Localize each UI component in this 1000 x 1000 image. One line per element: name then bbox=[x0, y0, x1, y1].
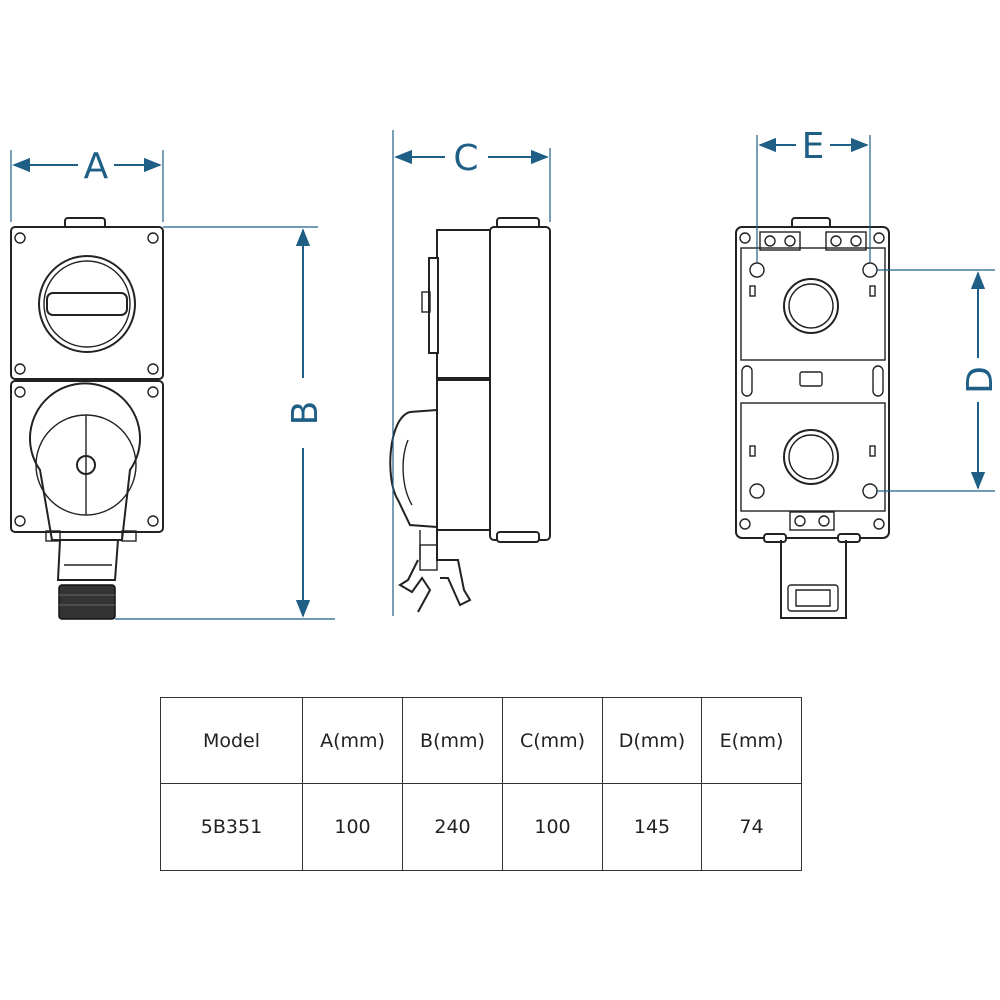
header-b: B(mm) bbox=[402, 697, 503, 784]
header-e: E(mm) bbox=[701, 697, 802, 784]
cell-d: 145 bbox=[602, 783, 702, 871]
dimension-label-a: A bbox=[84, 146, 109, 187]
dimension-b: B bbox=[115, 226, 335, 620]
cell-model: 5B351 bbox=[160, 783, 303, 871]
dimension-label-e: E bbox=[802, 126, 825, 167]
specification-table: Model A(mm) B(mm) C(mm) D(mm) E(mm) 5B35… bbox=[160, 697, 802, 871]
dimension-label-c: C bbox=[453, 138, 478, 179]
cell-a: 100 bbox=[302, 783, 403, 871]
table-header-row: Model A(mm) B(mm) C(mm) D(mm) E(mm) bbox=[160, 697, 802, 784]
front-view bbox=[10, 217, 164, 620]
table-row: 5B351 100 240 100 145 74 bbox=[160, 783, 802, 871]
header-a: A(mm) bbox=[302, 697, 403, 784]
dimension-label-d: D bbox=[960, 366, 1000, 394]
back-view bbox=[735, 217, 890, 619]
cell-b: 240 bbox=[402, 783, 503, 871]
header-d: D(mm) bbox=[602, 697, 702, 784]
dimension-d: D bbox=[877, 269, 1000, 492]
header-c: C(mm) bbox=[502, 697, 603, 784]
technical-drawing: A B C bbox=[10, 126, 1000, 620]
cell-c: 100 bbox=[502, 783, 603, 871]
dimension-label-b: B bbox=[285, 401, 326, 426]
cell-e: 74 bbox=[701, 783, 802, 871]
side-view bbox=[389, 217, 551, 613]
dimension-c: C bbox=[392, 130, 551, 616]
header-model: Model bbox=[160, 697, 303, 784]
dimension-a: A bbox=[10, 146, 164, 222]
dimension-e: E bbox=[756, 126, 871, 262]
